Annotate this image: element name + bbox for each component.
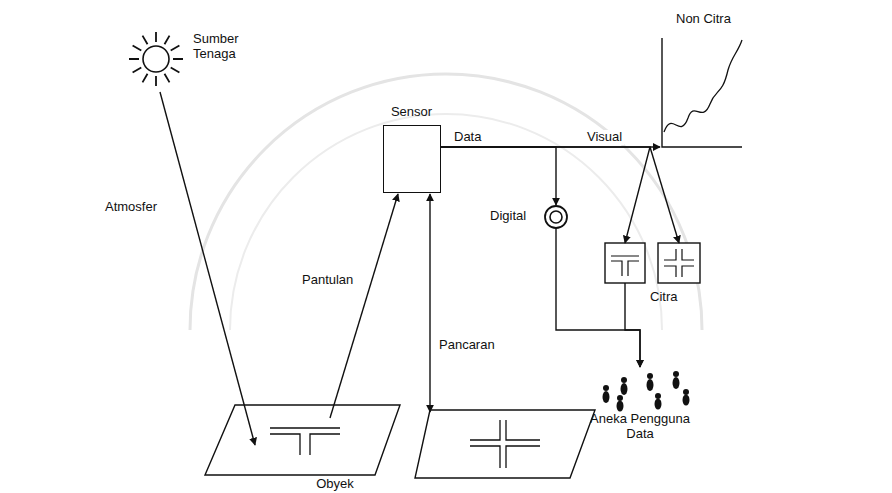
node-text: Non Citra	[676, 12, 745, 27]
digital-node: Digital	[490, 204, 570, 230]
chart-axes	[662, 38, 742, 147]
connector	[330, 194, 398, 418]
atmosphere-label: Atmosfer	[103, 200, 159, 215]
edge-label: Pancaran	[437, 338, 497, 353]
connector-line	[429, 194, 430, 412]
energy-source: Sumber Tenaga	[125, 28, 245, 94]
sun-symbol	[143, 46, 169, 72]
connector	[430, 194, 431, 412]
connector	[556, 228, 640, 367]
node-text: Digital	[490, 209, 542, 224]
node-text: Aneka Pengguna Data	[580, 412, 700, 442]
object-group: Obyek	[200, 400, 600, 493]
road-cross-symbol	[470, 420, 540, 468]
object-plane	[415, 410, 595, 478]
connector	[441, 147, 556, 205]
object-plane	[205, 405, 400, 475]
connector-line	[556, 228, 640, 367]
connector-line	[330, 194, 398, 418]
connector-line	[441, 147, 556, 205]
sun-rays	[129, 32, 183, 86]
image-frame	[658, 243, 700, 283]
connector-line	[160, 92, 255, 445]
users-symbol	[603, 371, 690, 412]
road-cross-symbol	[664, 249, 694, 277]
image-node: Citra	[600, 240, 710, 318]
edge-label: Data	[452, 130, 483, 145]
node-text: Sensor	[372, 105, 451, 120]
connector-line	[441, 147, 650, 243]
connector-line	[625, 283, 640, 367]
edge-label: Pantulan	[300, 273, 355, 288]
digital-symbol	[545, 206, 567, 228]
image-frame	[605, 243, 645, 283]
road-junction-symbol	[270, 428, 340, 455]
watermark-arc	[230, 114, 662, 330]
edge-label: Visual	[585, 130, 624, 145]
non-image-node: Non Citra	[650, 10, 745, 150]
road-junction-symbol	[611, 256, 639, 276]
digital-symbol	[550, 211, 562, 223]
connector	[441, 147, 679, 243]
sensor-box: Sensor	[383, 125, 441, 193]
node-text: Sumber Tenaga	[193, 32, 253, 62]
connector	[625, 283, 640, 367]
node-text: Obyek	[310, 477, 360, 492]
connector	[160, 92, 255, 445]
connector-line	[650, 147, 679, 243]
chart-curve	[664, 40, 742, 132]
data-users-node: Aneka Pengguna Data	[580, 366, 700, 456]
node-text: Citra	[650, 290, 700, 305]
